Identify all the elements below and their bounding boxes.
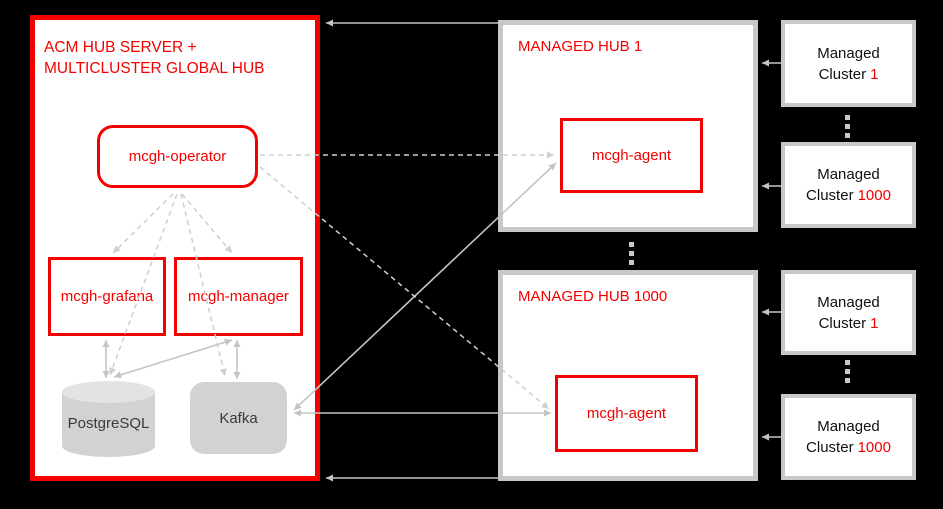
mcgh-agent-hub1000-label: mcgh-agent — [586, 405, 667, 422]
cluster-word: Cluster — [818, 314, 867, 332]
acm-hub-title-line1: ACM HUB SERVER + — [44, 39, 197, 56]
postgres-cylinder-top — [62, 381, 155, 403]
cluster-number: 1000 — [857, 439, 891, 456]
vertical-ellipsis-hubs — [629, 242, 634, 265]
mcgh-agent-hub1-box: mcgh-agent — [560, 118, 703, 193]
postgres-db: PostgreSQL — [62, 408, 155, 438]
cluster-line1: Managed — [817, 44, 880, 62]
mcgh-agent-hub1000-box: mcgh-agent — [555, 375, 698, 452]
kafka-label: Kafka — [219, 409, 258, 427]
vertical-ellipsis-clusters-top — [845, 115, 850, 138]
postgres-label: PostgreSQL — [67, 414, 150, 432]
managed-hub-1-title: MANAGED HUB 1 — [518, 38, 643, 55]
acm-hub-title-line2: MULTICLUSTER GLOBAL HUB — [44, 60, 265, 77]
mcgh-grafana-box: mcgh-grafana — [48, 257, 166, 336]
cluster-number: 1 — [870, 314, 879, 332]
cluster-number: 1 — [870, 65, 879, 83]
cluster-line1: Managed — [817, 418, 880, 435]
mcgh-grafana-label: mcgh-grafana — [60, 288, 154, 305]
managed-hub-1000-title: MANAGED HUB 1000 — [518, 288, 668, 305]
mcgh-agent-hub1-label: mcgh-agent — [591, 147, 672, 164]
mcgh-operator-box: mcgh-operator — [97, 125, 258, 188]
acm-hub-title: ACM HUB SERVER + MULTICLUSTER GLOBAL HUB — [44, 37, 304, 79]
cluster-word: Cluster — [806, 187, 854, 204]
vertical-ellipsis-clusters-bottom — [845, 360, 850, 383]
mcgh-manager-label: mcgh-manager — [188, 288, 289, 305]
cluster-word: Cluster — [806, 439, 854, 456]
cluster-line1: Managed — [817, 166, 880, 183]
kafka-box: Kafka — [190, 382, 287, 454]
cluster-word: Cluster — [818, 65, 867, 83]
cluster-line1: Managed — [817, 293, 880, 311]
cluster-number: 1000 — [857, 187, 891, 204]
mcgh-manager-box: mcgh-manager — [174, 257, 303, 336]
mcgh-operator-label: mcgh-operator — [128, 148, 227, 165]
